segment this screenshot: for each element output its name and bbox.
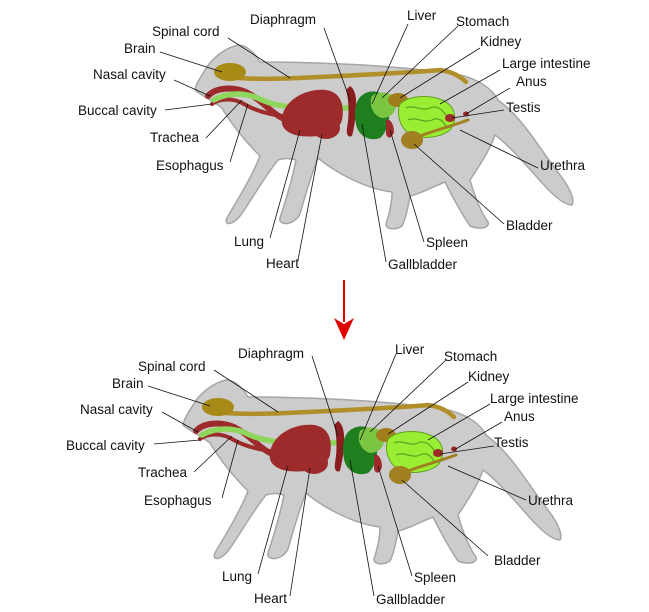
label-diaphragm: Diaphragm [250, 12, 316, 27]
label-stomach: Stomach [444, 349, 497, 364]
label-spinal-cord: Spinal cord [138, 359, 206, 374]
label-esophagus: Esophagus [156, 158, 224, 173]
label-testis: Testis [494, 435, 529, 450]
label-kidney: Kidney [480, 34, 522, 49]
label-anus: Anus [504, 409, 535, 424]
label-anus: Anus [516, 74, 547, 89]
label-lung: Lung [222, 569, 252, 584]
label-heart: Heart [254, 591, 287, 606]
label-large-intestine: Large intestine [502, 56, 591, 71]
label-gallbladder: Gallbladder [376, 592, 446, 607]
label-kidney: Kidney [468, 369, 510, 384]
label-liver: Liver [395, 342, 425, 357]
bottom-diagram: Spinal cord Brain Nasal cavity Buccal ca… [66, 342, 579, 607]
top-leader-lines [159, 23, 539, 263]
label-heart: Heart [266, 256, 299, 271]
label-brain: Brain [124, 41, 156, 56]
top-diagram: Spinal cord Brain Nasal cavity Buccal ca… [78, 8, 591, 272]
label-testis: Testis [506, 100, 541, 115]
bottom-labels: Spinal cord Brain Nasal cavity Buccal ca… [66, 342, 579, 607]
top-labels: Spinal cord Brain Nasal cavity Buccal ca… [78, 8, 591, 272]
label-liver: Liver [407, 8, 437, 23]
label-lung: Lung [234, 234, 264, 249]
label-spleen: Spleen [414, 570, 456, 585]
label-urethra: Urethra [528, 493, 574, 508]
label-buccal-cavity: Buccal cavity [66, 438, 145, 453]
label-nasal-cavity: Nasal cavity [93, 67, 166, 82]
label-bladder: Bladder [506, 218, 553, 233]
label-bladder: Bladder [494, 553, 541, 568]
label-trachea: Trachea [150, 130, 200, 145]
label-diaphragm: Diaphragm [238, 346, 304, 361]
label-stomach: Stomach [456, 14, 509, 29]
label-esophagus: Esophagus [144, 493, 212, 508]
label-buccal-cavity: Buccal cavity [78, 103, 157, 118]
bottom-leader-lines [147, 353, 527, 597]
label-spinal-cord: Spinal cord [152, 24, 220, 39]
label-large-intestine: Large intestine [490, 391, 579, 406]
label-trachea: Trachea [138, 465, 188, 480]
down-arrow-icon [334, 280, 354, 340]
label-gallbladder: Gallbladder [388, 257, 458, 272]
label-urethra: Urethra [540, 158, 586, 173]
label-spleen: Spleen [426, 235, 468, 250]
label-nasal-cavity: Nasal cavity [80, 402, 153, 417]
label-brain: Brain [112, 376, 144, 391]
